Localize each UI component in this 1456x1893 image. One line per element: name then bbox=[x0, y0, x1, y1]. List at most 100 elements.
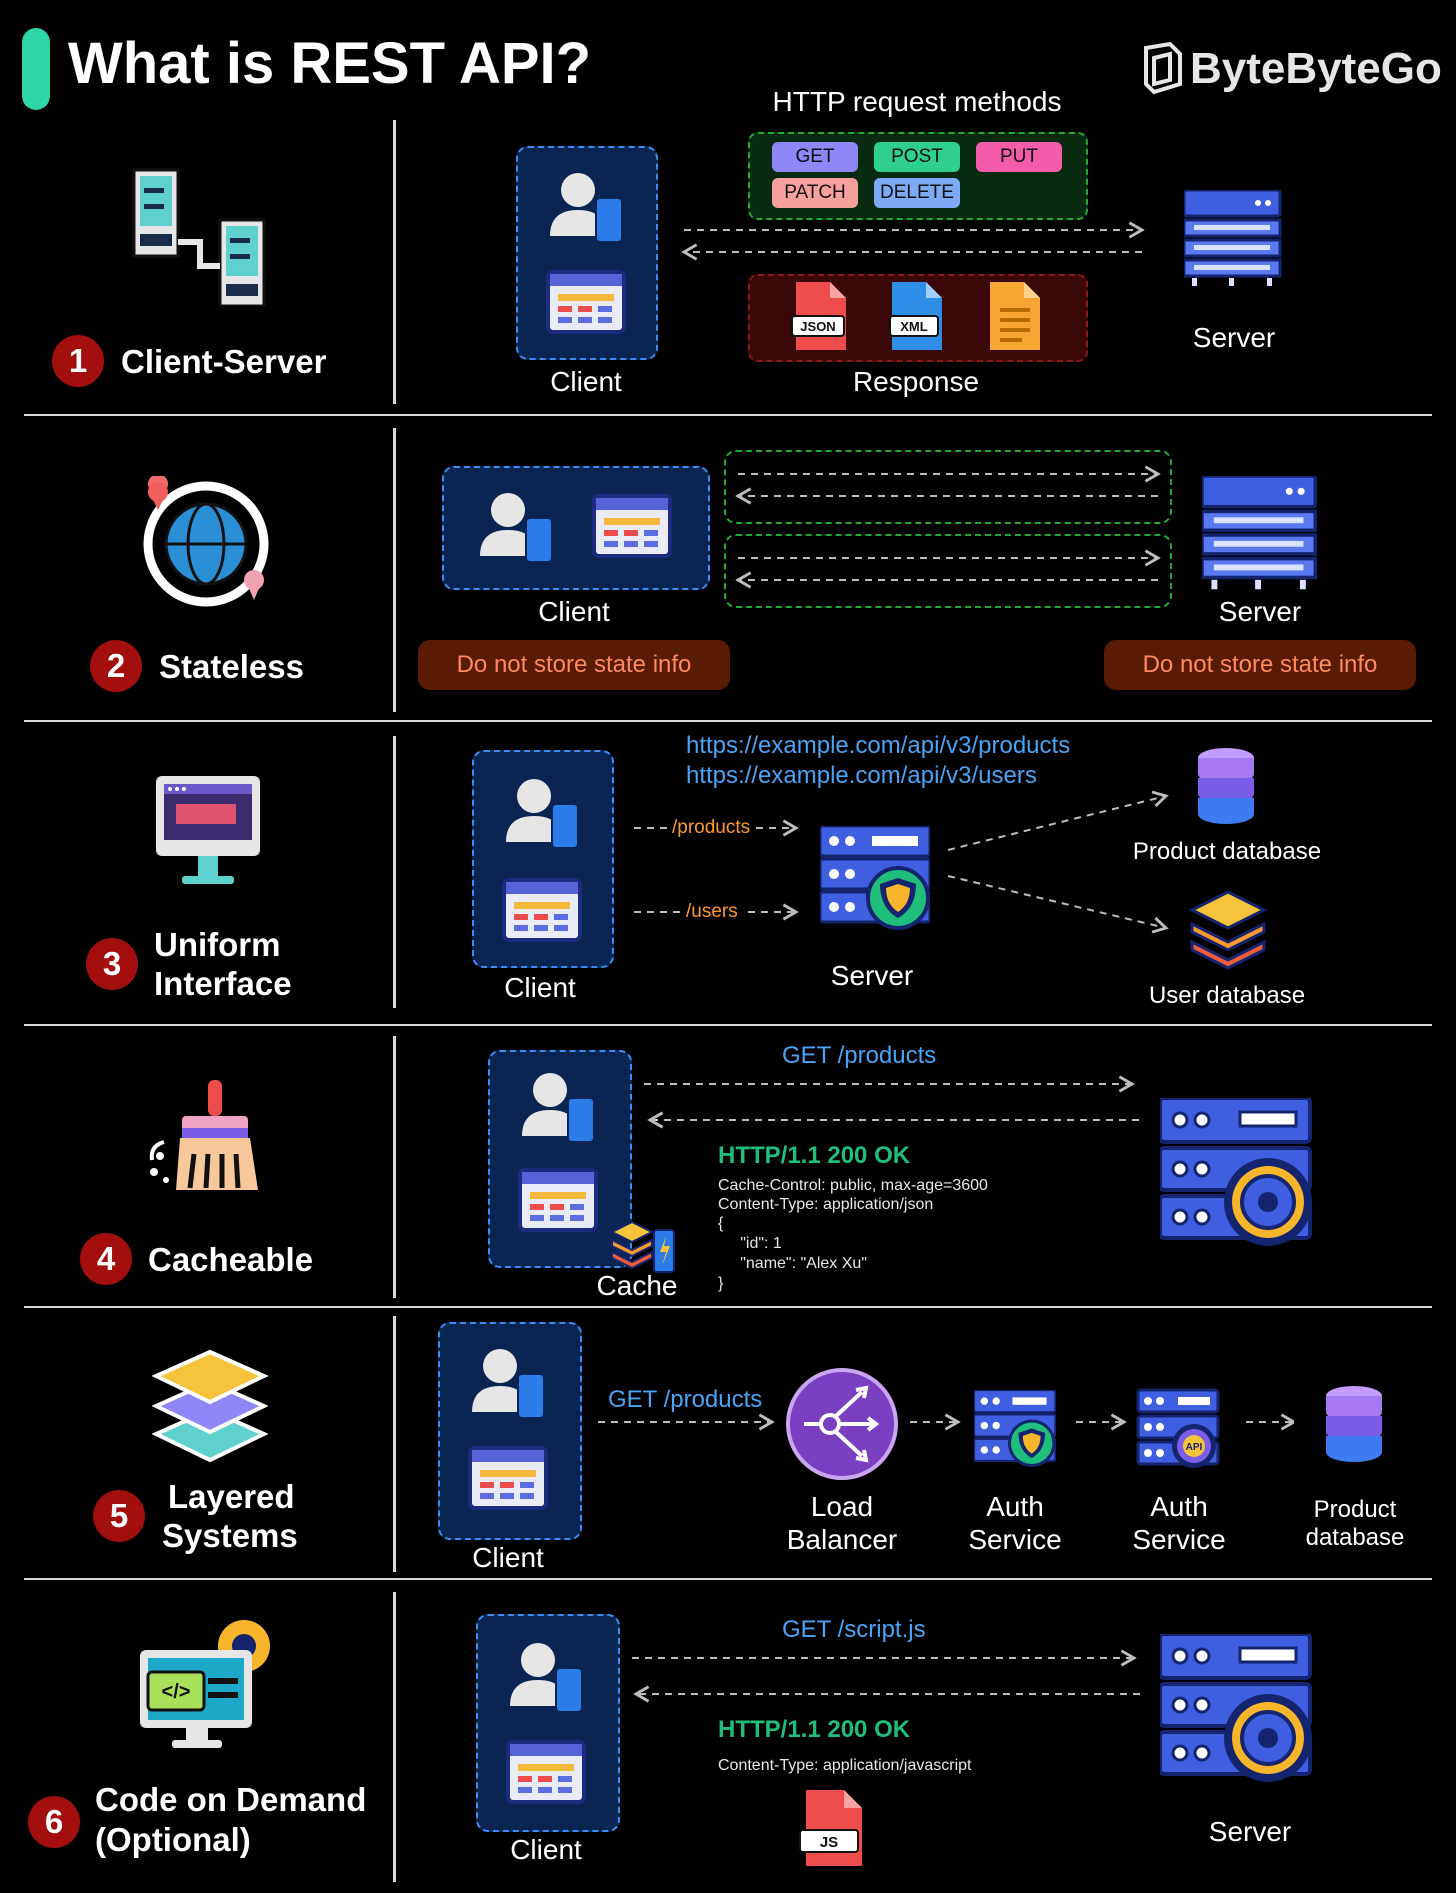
client-device-icon bbox=[546, 172, 626, 334]
column-divider bbox=[393, 736, 396, 1008]
client-state-note: Do not store state info bbox=[418, 640, 730, 690]
monitor-icon bbox=[156, 776, 260, 884]
response-label: Response bbox=[852, 366, 980, 397]
code-request-arrows bbox=[632, 1649, 1140, 1703]
principle-title-line2: Interface bbox=[154, 965, 292, 1002]
method-delete-pill: DELETE bbox=[874, 178, 960, 208]
products-url: https://example.com/api/v3/products bbox=[686, 732, 1071, 759]
svg-text:API: API bbox=[1186, 1442, 1203, 1453]
principle-title-line1: Layered bbox=[168, 1478, 295, 1515]
principle-number-badge: 2 bbox=[90, 640, 142, 692]
product-database-label: Product database bbox=[1290, 1496, 1420, 1552]
page-title: What is REST API? bbox=[68, 31, 592, 96]
principle-title-line1: Code on Demand bbox=[95, 1781, 367, 1818]
auth-service-api-icon: API bbox=[1136, 1388, 1220, 1468]
principle-number-badge: 6 bbox=[28, 1796, 80, 1848]
document-file-icon bbox=[990, 282, 1040, 350]
auth-service-2-label-line1: Auth bbox=[1150, 1491, 1208, 1522]
svg-text:JSON: JSON bbox=[800, 319, 835, 334]
server-shield-icon bbox=[820, 826, 930, 930]
product-database-label: Product database bbox=[1132, 838, 1322, 865]
column-divider bbox=[393, 1036, 396, 1298]
content-type-header: Content-Type: application/javascript bbox=[718, 1757, 972, 1774]
client-device-icon bbox=[518, 1072, 598, 1232]
user-database-label: User database bbox=[1148, 982, 1306, 1009]
response-body-id: "id": 1 bbox=[718, 1235, 782, 1252]
request-1-box bbox=[724, 450, 1172, 524]
auth-service-2-label-line2: Service bbox=[1132, 1524, 1226, 1555]
load-balancer-label: Load Balancer bbox=[770, 1490, 914, 1556]
client-label: Client bbox=[472, 1542, 544, 1573]
auth-service-1-label-line1: Auth bbox=[986, 1491, 1044, 1522]
principle-title: Stateless bbox=[159, 648, 304, 685]
title-accent-bar bbox=[22, 28, 50, 110]
client-to-server-arrows bbox=[634, 819, 799, 921]
principle-number-badge: 5 bbox=[93, 1490, 145, 1542]
server-gear-icon bbox=[1160, 1098, 1314, 1248]
client-box bbox=[476, 1614, 620, 1832]
client-box bbox=[438, 1322, 582, 1540]
product-database-icon bbox=[1326, 1386, 1382, 1462]
client-label: Client bbox=[538, 596, 610, 627]
principle-number-badge: 4 bbox=[80, 1233, 132, 1285]
request-text: GET /script.js bbox=[782, 1616, 926, 1643]
response-body-name: "name": "Alex Xu" bbox=[718, 1255, 867, 1272]
server-to-db-arrows bbox=[947, 790, 1169, 934]
method-post-pill: POST bbox=[874, 142, 960, 172]
client-box bbox=[516, 146, 658, 360]
brand-name: ByteByteGo bbox=[1190, 44, 1442, 93]
cache-label: Cache bbox=[596, 1270, 678, 1301]
response-body-close: } bbox=[718, 1275, 724, 1292]
principle-title-line2: Systems bbox=[162, 1517, 298, 1554]
product-database-label-line2: database bbox=[1305, 1524, 1405, 1551]
client-device-icon bbox=[502, 778, 582, 942]
response-header-2: Content-Type: application/json bbox=[718, 1196, 934, 1213]
load-balancer-label-line2: Balancer bbox=[786, 1524, 898, 1555]
section-divider bbox=[24, 1024, 1432, 1026]
cache-icon bbox=[610, 1220, 675, 1273]
server-icon bbox=[1184, 190, 1282, 288]
server-label: Server bbox=[1218, 596, 1302, 627]
json-file-icon: JSON bbox=[791, 282, 846, 350]
method-patch-pill: PATCH bbox=[772, 178, 858, 208]
client-label: Client bbox=[550, 366, 622, 397]
request-response-arrows bbox=[681, 221, 1145, 261]
load-balancer-icon bbox=[786, 1368, 898, 1480]
principle-title: Client-Server bbox=[121, 343, 327, 380]
product-database-label-line1: Product bbox=[1313, 1496, 1397, 1523]
status-line: HTTP/1.1 200 OK bbox=[718, 1716, 911, 1743]
server-state-note: Do not store state info bbox=[1104, 640, 1416, 690]
code-gear-icon: </> bbox=[140, 1620, 270, 1748]
response-body-open: { bbox=[718, 1215, 724, 1232]
request-2-box bbox=[724, 534, 1172, 608]
products-path: /products bbox=[672, 817, 751, 838]
client-server-icon bbox=[132, 168, 266, 306]
request-text: GET /products bbox=[608, 1386, 763, 1413]
section-divider bbox=[24, 1578, 1432, 1580]
principle-title-line2: (Optional) bbox=[95, 1821, 251, 1858]
svg-text:JS: JS bbox=[820, 1834, 838, 1851]
response-header-1: Cache-Control: public, max-age=3600 bbox=[718, 1177, 988, 1194]
principle-title-line1: Uniform bbox=[154, 926, 281, 963]
request-text: GET /products bbox=[782, 1042, 937, 1069]
method-get-pill: GET bbox=[772, 142, 858, 172]
users-path: /users bbox=[686, 901, 738, 922]
client-box bbox=[488, 1050, 632, 1268]
layered-arrows bbox=[598, 1413, 1294, 1431]
broom-icon bbox=[149, 1080, 258, 1190]
server-icon bbox=[1202, 476, 1318, 592]
bytebytego-logo-icon bbox=[1144, 42, 1182, 95]
layers-icon bbox=[152, 1349, 268, 1463]
auth-service-shield-icon bbox=[974, 1390, 1056, 1467]
auth-service-1-label: Auth Service bbox=[952, 1490, 1078, 1556]
svg-text:XML: XML bbox=[900, 319, 928, 334]
section-divider bbox=[24, 720, 1432, 722]
principle-number-badge: 1 bbox=[52, 335, 104, 387]
globe-icon bbox=[143, 476, 269, 607]
column-divider bbox=[393, 1592, 396, 1882]
cache-request-arrows bbox=[644, 1075, 1140, 1129]
xml-file-icon: XML bbox=[889, 282, 942, 350]
column-divider bbox=[393, 120, 396, 404]
client-label: Client bbox=[510, 1834, 582, 1865]
server-label: Server bbox=[1208, 1816, 1292, 1847]
